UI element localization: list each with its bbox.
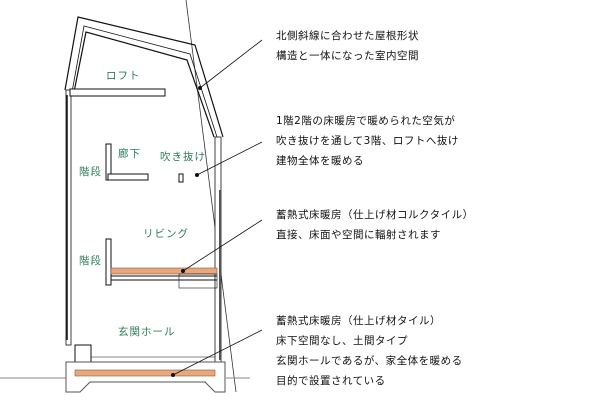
label-stairs-upper: 階段 — [79, 166, 102, 178]
setback-line — [185, 0, 237, 393]
note-line: 1階2階の床暖房で暖められた空気が — [276, 115, 456, 127]
floor-heating-cork — [110, 267, 218, 275]
label-corridor: 廊下 — [118, 148, 141, 160]
corridor-floor — [107, 173, 149, 181]
note-void: 1階2階の床暖房で暖められた空気が 吹き抜けを通して3階、ロフトへ抜け 建物全体… — [276, 111, 459, 171]
roof — [64, 16, 224, 138]
leader-dots — [171, 86, 202, 377]
foundation — [65, 361, 226, 393]
label-entrance-hall: 玄関ホール — [118, 326, 176, 338]
label-living: リビング — [143, 228, 189, 240]
note-line: 吹き抜けを通して3階、ロフトへ抜け — [276, 135, 459, 147]
note-roof: 北側斜線に合わせた屋根形状 構造と一体になった室内空間 — [276, 26, 419, 66]
note-line: 目的で設置されている — [276, 375, 386, 387]
note-line: 床下空間なし、土間タイプ — [276, 335, 408, 347]
note-line: 建物全体を暖める — [276, 155, 364, 167]
label-stairs-lower: 階段 — [79, 255, 102, 267]
note-line: 蓄熱式床暖房（仕上げ材タイル） — [276, 315, 441, 327]
void-post — [178, 173, 184, 183]
note-cork-floor-heating: 蓄熱式床暖房（仕上げ材コルクタイル） 直接、床面や空間に輻射されます — [276, 205, 474, 245]
note-line: 構造と一体になった室内空間 — [276, 50, 419, 62]
note-line: 北側斜線に合わせた屋根形状 — [276, 30, 419, 42]
loft-floor — [69, 88, 166, 97]
label-void: 吹き抜け — [160, 151, 206, 163]
stair-rail — [105, 238, 112, 286]
note-line: 直接、床面や空間に輻射されます — [276, 229, 441, 241]
note-tile-floor-heating: 蓄熱式床暖房（仕上げ材タイル） 床下空間なし、土間タイプ 玄関ホールであるが、家… — [276, 311, 463, 391]
note-line: 蓄熱式床暖房（仕上げ材コルクタイル） — [276, 209, 474, 221]
step — [74, 344, 92, 364]
floor-heating-tile — [74, 369, 216, 377]
label-loft: ロフト — [106, 70, 141, 82]
note-line: 玄関ホールであるが、家全体を暖める — [276, 355, 463, 367]
leader-lines — [172, 39, 263, 376]
